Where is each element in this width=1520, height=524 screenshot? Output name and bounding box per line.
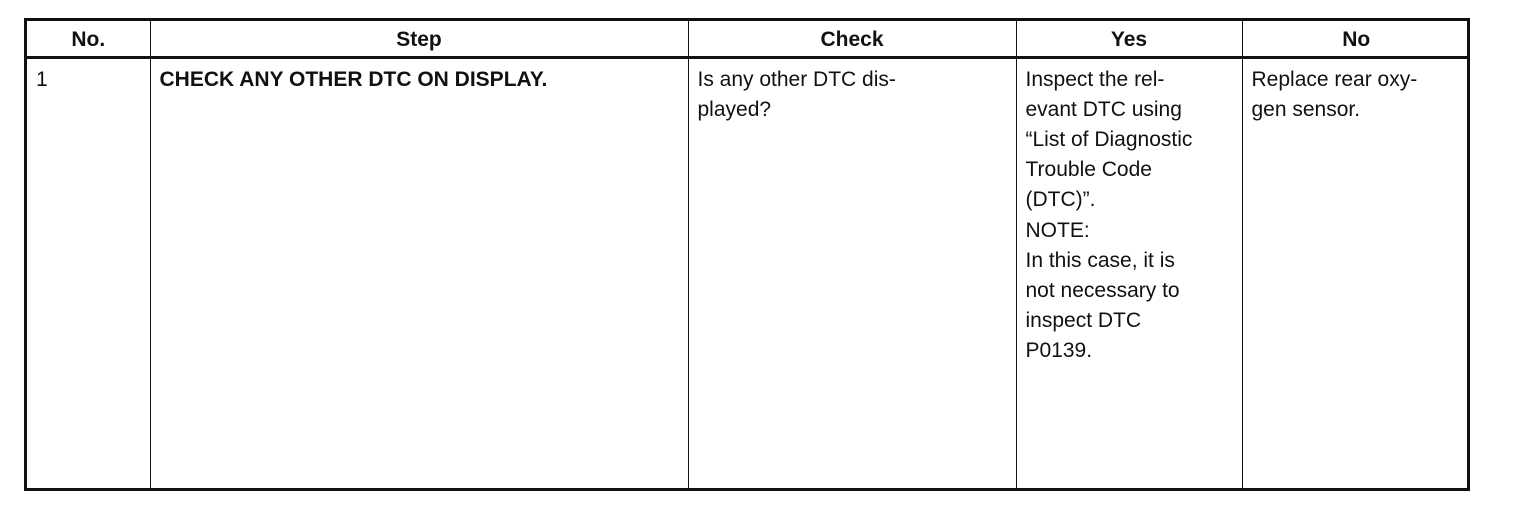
note-text: In this case, it is not necessary to ins… bbox=[1025, 248, 1180, 362]
cell-step: CHECK ANY OTHER DTC ON DISPLAY. bbox=[149, 56, 689, 488]
diagnostic-table: No. Step Check Yes No 1 CHECK ANY OTHER … bbox=[27, 21, 1470, 488]
cell-no: Replace rear oxy- gen sensor. bbox=[1241, 56, 1470, 488]
header-check: Check bbox=[687, 21, 1017, 59]
note-label: NOTE: bbox=[1025, 218, 1090, 242]
cell-check: Is any other DTC dis- played? bbox=[687, 56, 1017, 488]
table-header-row: No. Step Check Yes No bbox=[27, 21, 1470, 59]
header-no-result: No bbox=[1241, 21, 1470, 59]
yes-action: Inspect the rel- evant DTC using “List o… bbox=[1025, 67, 1193, 211]
no-action: Replace rear oxy- gen sensor. bbox=[1251, 67, 1418, 121]
cell-step-number: 1 bbox=[27, 56, 151, 488]
header-step: Step bbox=[149, 21, 689, 59]
step-description: CHECK ANY OTHER DTC ON DISPLAY. bbox=[159, 67, 548, 91]
cell-yes: Inspect the rel- evant DTC using “List o… bbox=[1015, 56, 1243, 488]
header-yes: Yes bbox=[1015, 21, 1243, 59]
diagnostic-table-frame: No. Step Check Yes No 1 CHECK ANY OTHER … bbox=[24, 18, 1470, 491]
header-no: No. bbox=[27, 21, 151, 59]
step-number: 1 bbox=[36, 67, 48, 91]
table-row: 1 CHECK ANY OTHER DTC ON DISPLAY. Is any… bbox=[27, 56, 1470, 488]
check-question: Is any other DTC dis- played? bbox=[697, 67, 896, 121]
